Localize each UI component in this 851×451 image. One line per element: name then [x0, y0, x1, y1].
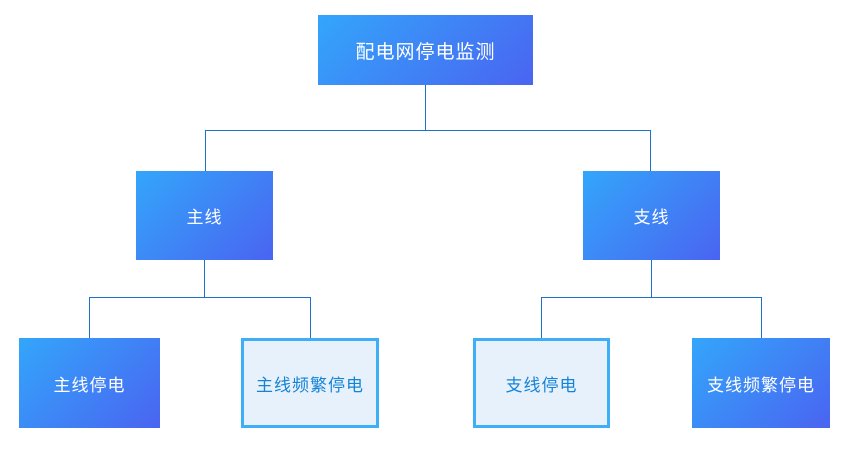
- connector-main-children-horizontal: [89, 297, 311, 298]
- connector-into-branch-line: [650, 130, 651, 171]
- node-branch-line-outage[interactable]: 支线停电: [473, 338, 610, 428]
- connector-branch-children-horizontal: [541, 297, 762, 298]
- node-main-line-frequent-outage[interactable]: 主线频繁停电: [241, 338, 379, 428]
- connector-level1-horizontal: [205, 130, 651, 131]
- node-branch-line[interactable]: 支线: [583, 171, 720, 260]
- connector-into-branch-outage: [541, 297, 542, 338]
- connector-root-vertical: [425, 85, 426, 130]
- node-main-line-outage[interactable]: 主线停电: [19, 338, 160, 428]
- connector-into-main-frequent-outage: [310, 297, 311, 338]
- connector-into-main-line: [205, 130, 206, 171]
- connector-main-line-down: [204, 260, 205, 297]
- node-main-line[interactable]: 主线: [136, 171, 273, 260]
- connector-branch-line-down: [651, 260, 652, 297]
- node-root-outage-monitoring[interactable]: 配电网停电监测: [318, 15, 533, 85]
- connector-into-main-outage: [89, 297, 90, 338]
- connector-into-branch-frequent-outage: [761, 297, 762, 338]
- node-branch-line-frequent-outage[interactable]: 支线频繁停电: [692, 338, 830, 428]
